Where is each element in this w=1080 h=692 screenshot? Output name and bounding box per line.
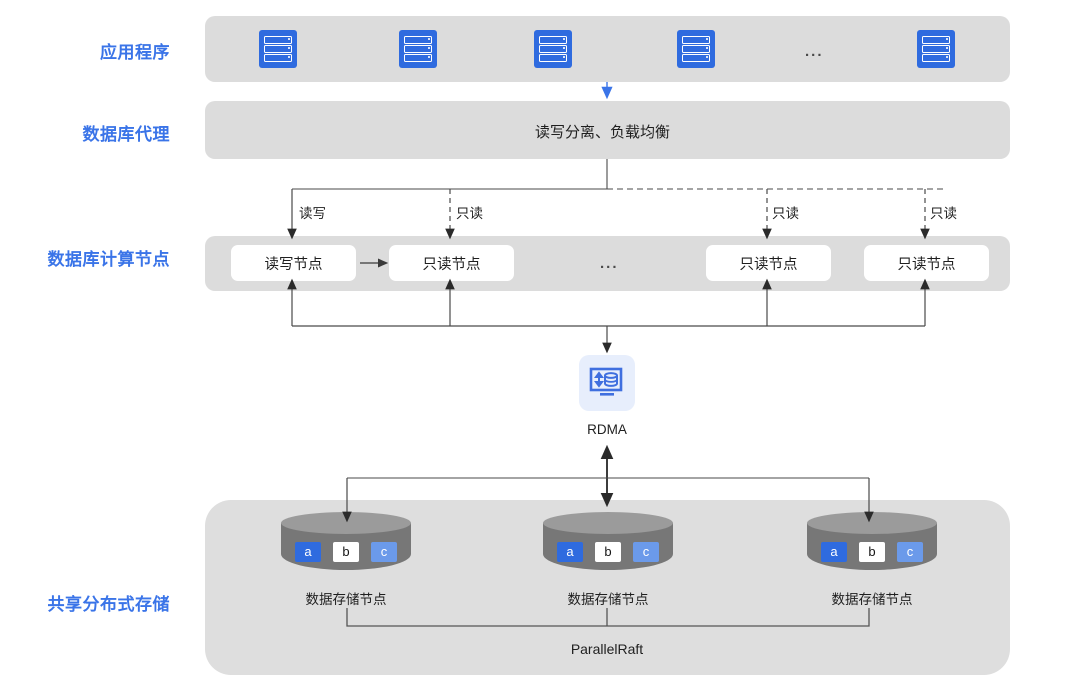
cylinder-top bbox=[543, 512, 673, 534]
db-proxy-band bbox=[205, 101, 1010, 159]
compute-node-read-only-3[interactable]: 只读节点 bbox=[864, 245, 989, 281]
chip-a: a bbox=[821, 541, 847, 562]
cylinder-chips: a b c bbox=[281, 541, 411, 562]
connector-label-read-only-1: 只读 bbox=[456, 206, 483, 221]
storage-cylinder-1: a b c bbox=[281, 512, 411, 574]
server-rack-icon bbox=[677, 30, 715, 68]
rdma-transfer-icon bbox=[589, 367, 623, 396]
application-band bbox=[205, 16, 1010, 82]
rdma-box bbox=[579, 355, 635, 411]
compute-node-read-only-2[interactable]: 只读节点 bbox=[706, 245, 831, 281]
chip-a: a bbox=[557, 541, 583, 562]
chip-b: b bbox=[859, 541, 885, 562]
server-rack-icon bbox=[917, 30, 955, 68]
chip-c: c bbox=[897, 541, 923, 562]
cylinder-chips: a b c bbox=[807, 541, 937, 562]
server-rack-icon bbox=[399, 30, 437, 68]
tier-label-shared-storage: 共享分布式存储 bbox=[47, 595, 170, 614]
db-proxy-label: 读写分离、负载均衡 bbox=[535, 124, 671, 141]
cylinder-top bbox=[807, 512, 937, 534]
storage-cylinder-3: a b c bbox=[807, 512, 937, 574]
compute-node-read-only-1[interactable]: 只读节点 bbox=[389, 245, 514, 281]
compute-ellipsis: ... bbox=[600, 255, 619, 272]
application-ellipsis: ... bbox=[805, 43, 824, 60]
chip-c: c bbox=[371, 541, 397, 562]
connector-label-read-only-3: 只读 bbox=[930, 206, 957, 221]
tier-label-db-proxy: 数据库代理 bbox=[82, 125, 170, 144]
storage-caption-3: 数据存储节点 bbox=[831, 592, 913, 607]
chip-c: c bbox=[633, 541, 659, 562]
connector-label-read-only-2: 只读 bbox=[772, 206, 799, 221]
connector-label-read-write: 读写 bbox=[299, 206, 326, 221]
storage-cylinder-2: a b c bbox=[543, 512, 673, 574]
cylinder-top bbox=[281, 512, 411, 534]
tier-label-application: 应用程序 bbox=[100, 43, 170, 62]
chip-b: b bbox=[595, 541, 621, 562]
cylinder-chips: a b c bbox=[543, 541, 673, 562]
storage-caption-1: 数据存储节点 bbox=[305, 592, 387, 607]
chip-a: a bbox=[295, 541, 321, 562]
server-rack-icon bbox=[534, 30, 572, 68]
rdma-caption: RDMA bbox=[587, 422, 627, 437]
tier-label-db-compute: 数据库计算节点 bbox=[47, 250, 170, 269]
server-rack-icon bbox=[259, 30, 297, 68]
proxy-distribution-bus bbox=[292, 159, 943, 190]
compute-node-read-write[interactable]: 读写节点 bbox=[231, 245, 356, 281]
parallelraft-caption: ParallelRaft bbox=[570, 641, 644, 657]
chip-b: b bbox=[333, 541, 359, 562]
storage-caption-2: 数据存储节点 bbox=[567, 592, 649, 607]
compute-to-rdma-bus bbox=[287, 278, 930, 354]
